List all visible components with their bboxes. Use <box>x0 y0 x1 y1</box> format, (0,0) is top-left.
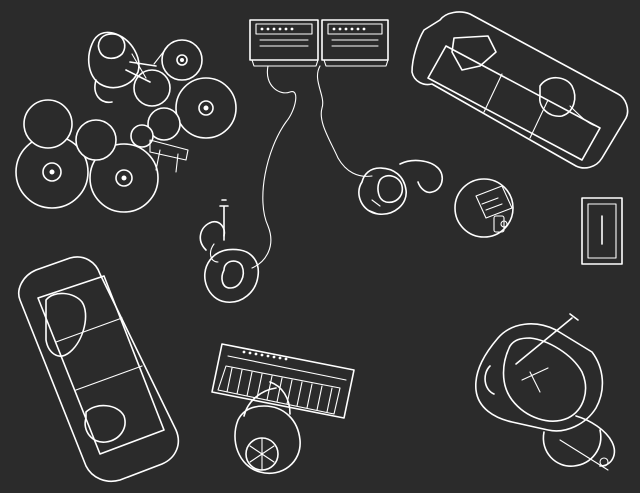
guitarist-icon <box>358 159 444 215</box>
wall-outlet-icon <box>581 197 623 265</box>
sofa-icon <box>18 256 180 482</box>
side-table-icon <box>454 178 514 238</box>
cellist-icon <box>475 313 616 471</box>
sofa-icon <box>411 11 629 169</box>
guitar-amplifier-icon <box>249 19 389 269</box>
drum-kit-icon <box>15 31 237 213</box>
guitarist-icon <box>199 199 260 303</box>
keyboard-player-icon <box>211 343 355 475</box>
